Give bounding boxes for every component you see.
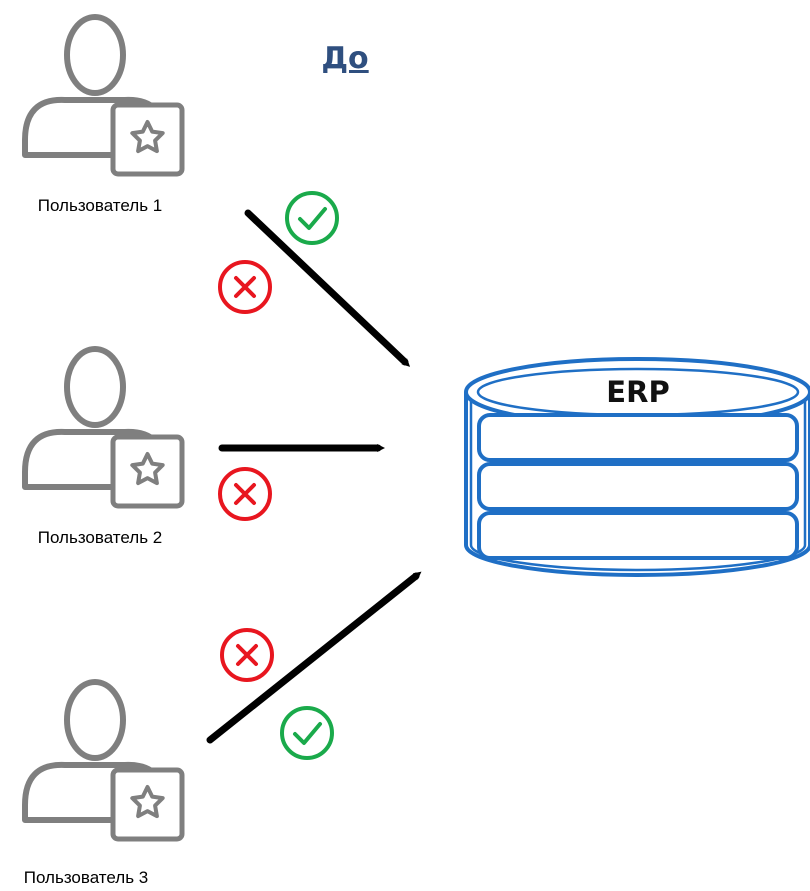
check-circle-icon	[280, 706, 334, 760]
cross-circle-icon	[218, 467, 272, 521]
user-2: Пользователь 2	[25, 349, 182, 547]
page-title: До	[321, 41, 368, 76]
user-3: Пользователь 3	[24, 682, 182, 887]
arrow-user-1-to-erp	[244, 209, 411, 367]
user-1: Пользователь 1	[25, 17, 182, 215]
user-avatar-icon	[25, 682, 182, 839]
erp-database: ERP	[464, 357, 810, 577]
database-icon	[464, 357, 810, 577]
cross-circle-icon	[218, 260, 272, 314]
user-3-label: Пользователь 3	[24, 868, 149, 887]
user-2-label: Пользователь 2	[38, 528, 163, 547]
check-circle-icon	[285, 191, 339, 245]
erp-label: ERP	[606, 375, 669, 409]
cross-circle-icon	[220, 628, 274, 682]
user-1-label: Пользователь 1	[38, 196, 163, 215]
user-avatar-icon	[25, 17, 182, 174]
user-avatar-icon	[25, 349, 182, 506]
arrow-user-3-to-erp	[206, 571, 422, 744]
